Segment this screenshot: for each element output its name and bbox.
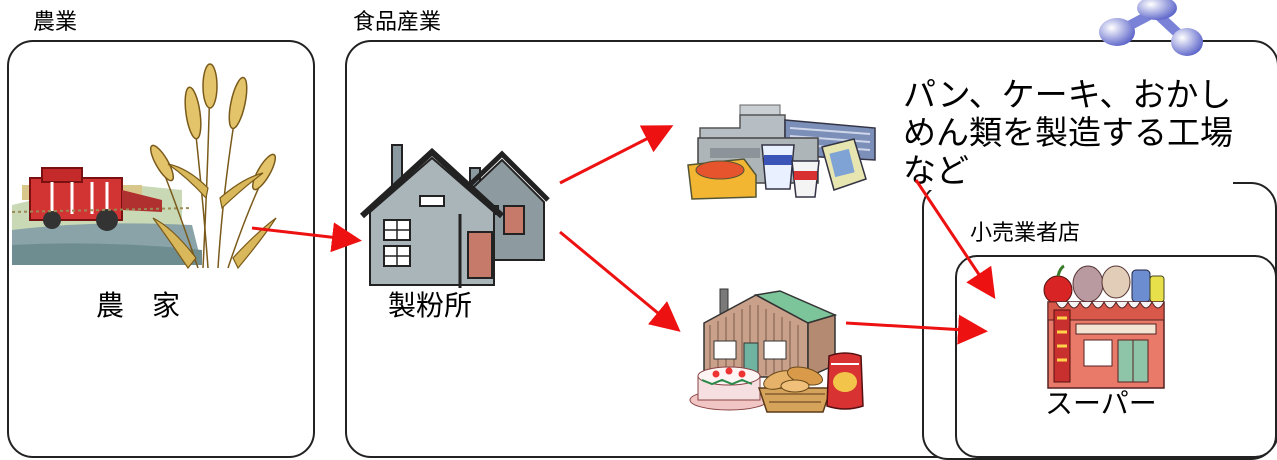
caption-flour-mill: 製粉所	[388, 289, 473, 322]
caption-farmer: 農 家	[96, 289, 181, 322]
molecule-icon	[1099, 0, 1203, 56]
supermarket-icon	[1043, 264, 1165, 389]
section-label-food-industry: 食品産業	[350, 12, 445, 34]
arrow-farm-to-mill	[251, 222, 362, 253]
arrow-mill-to-bakery	[559, 230, 681, 332]
bread-basket-icon	[757, 366, 833, 413]
section-label-retail: 小売業者店	[970, 221, 1081, 246]
combine-harvester-icon	[11, 167, 202, 265]
arrow-factory-to-supermarket	[914, 179, 996, 299]
snack-bag-icon	[826, 352, 864, 410]
cake-icon	[689, 366, 769, 411]
caption-supermarket: スーパー	[1045, 387, 1157, 420]
section-label-agriculture: 農業	[30, 12, 81, 34]
arrow-mill-to-factory	[559, 125, 674, 185]
flour-mill-icon	[359, 144, 550, 288]
factory-description: パン、ケーキ、おかし めん類を製造する工場 など	[903, 75, 1233, 190]
arrow-bakery-to-supermarket	[845, 314, 988, 345]
processed-foods-icon	[687, 138, 867, 200]
